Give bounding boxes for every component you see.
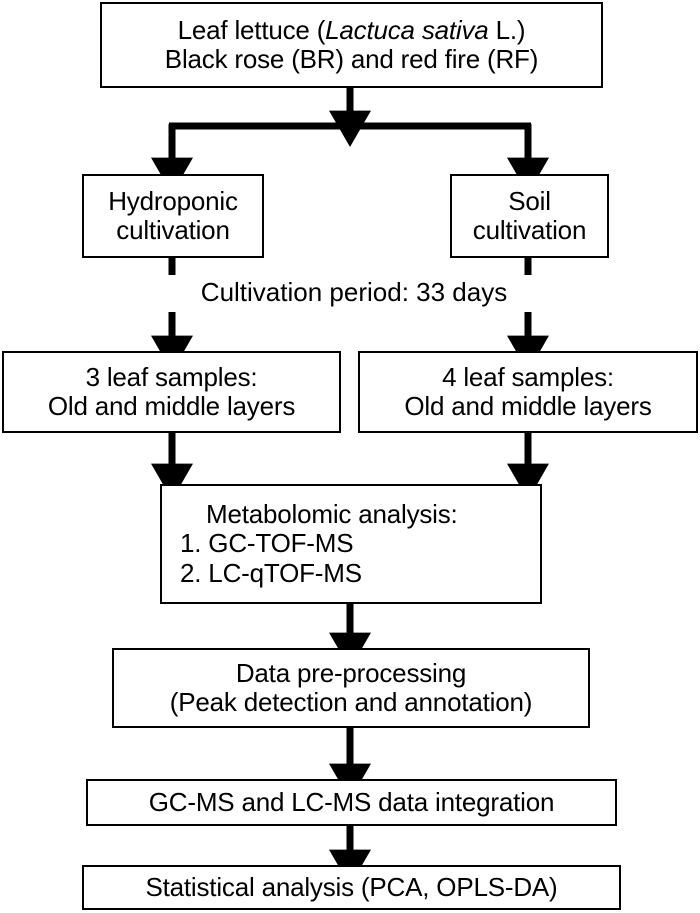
samples-soil-line-2: Old and middle layers [404, 391, 652, 421]
node-statistical-analysis: Statistical analysis (PCA, OPLS-DA) [82, 865, 621, 910]
node-soil-cultivation: Soil cultivation [450, 174, 609, 258]
metabolomic-line-3: 2. LC-qTOF-MS [180, 557, 362, 588]
node-data-integration: GC-MS and LC-MS data integration [86, 779, 617, 826]
source-material-line-1: Leaf lettuce (Lactuca sativa L.) [177, 14, 526, 45]
label-cultivation-period: Cultivation period: 33 days [152, 277, 556, 308]
metabolomic-line-2: 1. GC-TOF-MS [180, 528, 354, 559]
integration-line-1: GC-MS and LC-MS data integration [148, 786, 555, 817]
hydroponic-line-2: cultivation [116, 215, 230, 245]
samples-hydroponic-line-1: 3 leaf samples: [85, 361, 258, 392]
node-source-material: Leaf lettuce (Lactuca sativa L.) Black r… [100, 2, 603, 88]
node-data-preprocessing: Data pre-processing (Peak detection and … [112, 648, 590, 728]
node-samples-hydroponic: 3 leaf samples: Old and middle layers [2, 351, 341, 433]
node-metabolomic-analysis: Metabolomic analysis: 1. GC-TOF-MS 2. LC… [160, 484, 542, 604]
statistics-line-1: Statistical analysis (PCA, OPLS-DA) [145, 871, 558, 902]
soil-line-2: cultivation [472, 215, 587, 245]
hydroponic-line-1: Hydroponic [108, 185, 238, 216]
metabolomic-line-1: Metabolomic analysis: [206, 499, 458, 530]
samples-soil-line-1: 4 leaf samples: [442, 361, 614, 392]
node-hydroponic-cultivation: Hydroponic cultivation [82, 174, 264, 258]
preprocessing-line-2: (Peak detection and annotation) [169, 687, 533, 717]
node-samples-soil: 4 leaf samples: Old and middle layers [358, 351, 698, 433]
soil-line-1: Soil [508, 185, 551, 216]
source-material-line-2: Black rose (BR) and red fire (RF) [164, 44, 539, 74]
samples-hydroponic-line-2: Old and middle layers [47, 391, 296, 421]
preprocessing-line-1: Data pre-processing [235, 657, 467, 688]
species-name: Lactuca sativa [325, 14, 489, 45]
